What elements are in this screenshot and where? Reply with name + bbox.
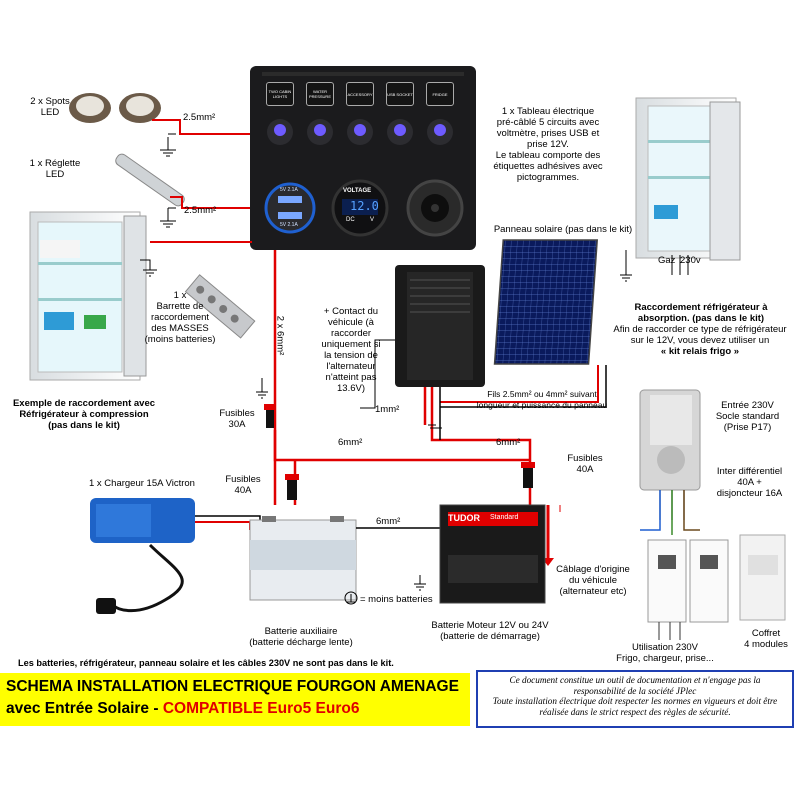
ground-bar-icon — [184, 274, 256, 339]
absorption-desc: Afin de raccorder ce type de réfrigérate… — [613, 324, 787, 346]
ground-bar-label: 1 x Barrette de raccordement des MASSES … — [144, 290, 216, 345]
absorption-relay: « kit relais frigo » — [660, 346, 740, 357]
motor-battery-label: Batterie Moteur 12V ou 24V (batterie de … — [431, 620, 549, 642]
voltmeter-label: VOLTAGE — [343, 188, 372, 194]
plug-icon — [96, 598, 116, 614]
differential-breaker-icon — [647, 539, 729, 623]
panel-label-fridge: FRIDGE — [426, 82, 454, 106]
footnote: Les batteries, réfrigérateur, panneau so… — [18, 658, 394, 668]
disclaimer-line-3: Toute installation électrique doit respe… — [492, 696, 778, 707]
disclaimer-box: Ce document constitue un outil de docume… — [476, 670, 794, 728]
rocker-switches — [267, 119, 453, 145]
motor-battery-icon — [439, 504, 546, 604]
wire-25-label-a: 2.5mm² — [183, 112, 216, 123]
ground-symbol — [160, 137, 176, 228]
tudor-standard: Standard — [490, 514, 519, 521]
voltmeter-value: 12.0 — [350, 199, 379, 213]
compression-sub: (pas dans le kit) — [48, 420, 120, 431]
power-inlet-icon — [639, 389, 701, 491]
fuse-40a-left-icon — [285, 474, 299, 500]
spots-label: 2 x Spots LED — [30, 96, 70, 118]
wire-6-label-b: 6mm² — [496, 437, 521, 448]
gaz-label: Gaz — [658, 255, 676, 266]
wire-25-label-b: 2.5mm² — [184, 205, 217, 216]
banner-subtitle: avec Entrée Solaire - COMPATIBLE Euro5 E… — [6, 700, 359, 718]
distribution-box-icon — [739, 534, 786, 621]
battery-charger-icon — [90, 498, 195, 543]
usb-text-bottom: 5V 2.1A — [280, 222, 298, 228]
solar-panel-icon — [493, 239, 599, 365]
dc-dc-charger-icon — [395, 265, 485, 387]
tudor-brand: TUDOR — [448, 513, 480, 523]
charger-label: 1 x Chargeur 15A Victron — [89, 478, 195, 489]
wire-6-label-a: 6mm² — [338, 437, 363, 448]
breaker-label: Inter différentiel 40A + disjoncteur 16A — [716, 466, 783, 499]
disclaimer-line-1: Ce document constitue un outil de docume… — [509, 675, 761, 685]
auxiliary-battery-icon — [249, 516, 357, 601]
contact-label: + Contact du véhicule (à raccorder uniqu… — [321, 306, 381, 394]
solar-wire-label: Fils 2.5mm² ou 4mm² suivant longueur et … — [476, 389, 608, 410]
aux-battery-label: Batterie auxiliaire (batterie décharge l… — [249, 626, 353, 648]
panel-label-usb: USB SOCKET — [386, 82, 414, 106]
solar-label: Panneau solaire (pas dans le kit) — [493, 224, 633, 235]
panel-description: 1 x Tableau électrique pré-câblé 5 circu… — [493, 106, 603, 183]
voltmeter-v: V — [370, 217, 375, 223]
disclaimer-line-4: réalisée dans le strict respect des règl… — [539, 706, 731, 717]
voltmeter-dc: DC — [346, 217, 355, 223]
fuse-30a-label: Fusibles 30A — [219, 408, 255, 430]
banner-subtitle-b: COMPATIBLE Euro5 Euro6 — [162, 700, 360, 717]
coffret-label: Coffret 4 modules — [744, 628, 788, 650]
title-banner: SCHEMA INSTALLATION ELECTRIQUE FOURGON A… — [0, 673, 470, 726]
panel-label-water: WATER PRESSURE — [306, 82, 334, 106]
wire-6-vertical-label: 2 x 6mm² — [274, 315, 286, 356]
fuse-40a-left-label: Fusibles 40A — [225, 474, 261, 496]
compression-title: Exemple de raccordement avec Réfrigérate… — [12, 398, 156, 420]
wire-1-label: 1mm² — [375, 404, 400, 415]
spot-led-icon — [69, 93, 161, 123]
banner-title: SCHEMA INSTALLATION ELECTRIQUE FOURGON A… — [6, 678, 459, 695]
reglette-label: 1 x Réglette LED — [29, 158, 81, 180]
absorption-title: Raccordement réfrigérateur à absorption.… — [634, 302, 768, 324]
banner-subtitle-a: avec Entrée Solaire - — [6, 700, 163, 717]
fuse-40a-right-label: Fusibles 40A — [567, 453, 603, 475]
absorption-fridge-icon — [635, 97, 741, 261]
fuse-40a-right-icon — [521, 462, 535, 488]
v230-label: 230v — [680, 255, 701, 266]
compression-fridge-icon — [29, 211, 147, 381]
fuse-30a-icon — [264, 404, 276, 428]
panel-label-accessory: ACCESSORY — [346, 82, 374, 106]
inlet-label: Entrée 230V Socle standard (Prise P17) — [715, 400, 780, 433]
battery-negative-label: = moins batteries — [360, 594, 433, 605]
wire-6-label-c: 6mm² — [376, 516, 401, 527]
usb-text-top: 5V 2.1A — [280, 187, 298, 193]
vehicle-wiring-label: Câblage d'origine du véhicule (alternate… — [556, 564, 630, 597]
disclaimer-line-2: responsabilité de la société JPlec — [573, 685, 697, 696]
panel-label-cabin: TWO CABIN LIGHTS — [266, 82, 294, 106]
led-strip-icon — [115, 153, 185, 207]
usage-label: Utilisation 230V Frigo, chargeur, prise.… — [616, 642, 714, 664]
